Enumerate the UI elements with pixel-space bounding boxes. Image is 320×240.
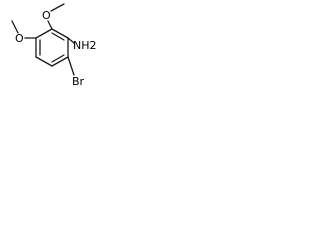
bond-oxygen-top-methyl: [50, 3, 65, 12]
ring-double-bond-1: [51, 32, 65, 41]
ring-bond-4: [35, 56, 53, 67]
ring-bond-1: [51, 28, 69, 39]
molecule-diagram: [11, 3, 75, 76]
structure-canvas: O O NH2 Br: [0, 0, 112, 94]
bond-ring-to-oxygen-top: [47, 20, 53, 30]
oxygen-left-label: O: [15, 32, 24, 45]
bond-oxygen-left-methyl: [11, 20, 19, 34]
ring-double-bond-2: [51, 54, 65, 63]
ring-bond-6: [35, 28, 53, 39]
ring-bond-3: [51, 56, 69, 67]
bond-ring-to-bromine: [67, 56, 75, 76]
bromine-label: Br: [72, 75, 85, 88]
bond-ring-to-amine: [67, 37, 75, 44]
amine-label: NH2: [73, 39, 97, 52]
oxygen-top-label: O: [42, 9, 51, 22]
